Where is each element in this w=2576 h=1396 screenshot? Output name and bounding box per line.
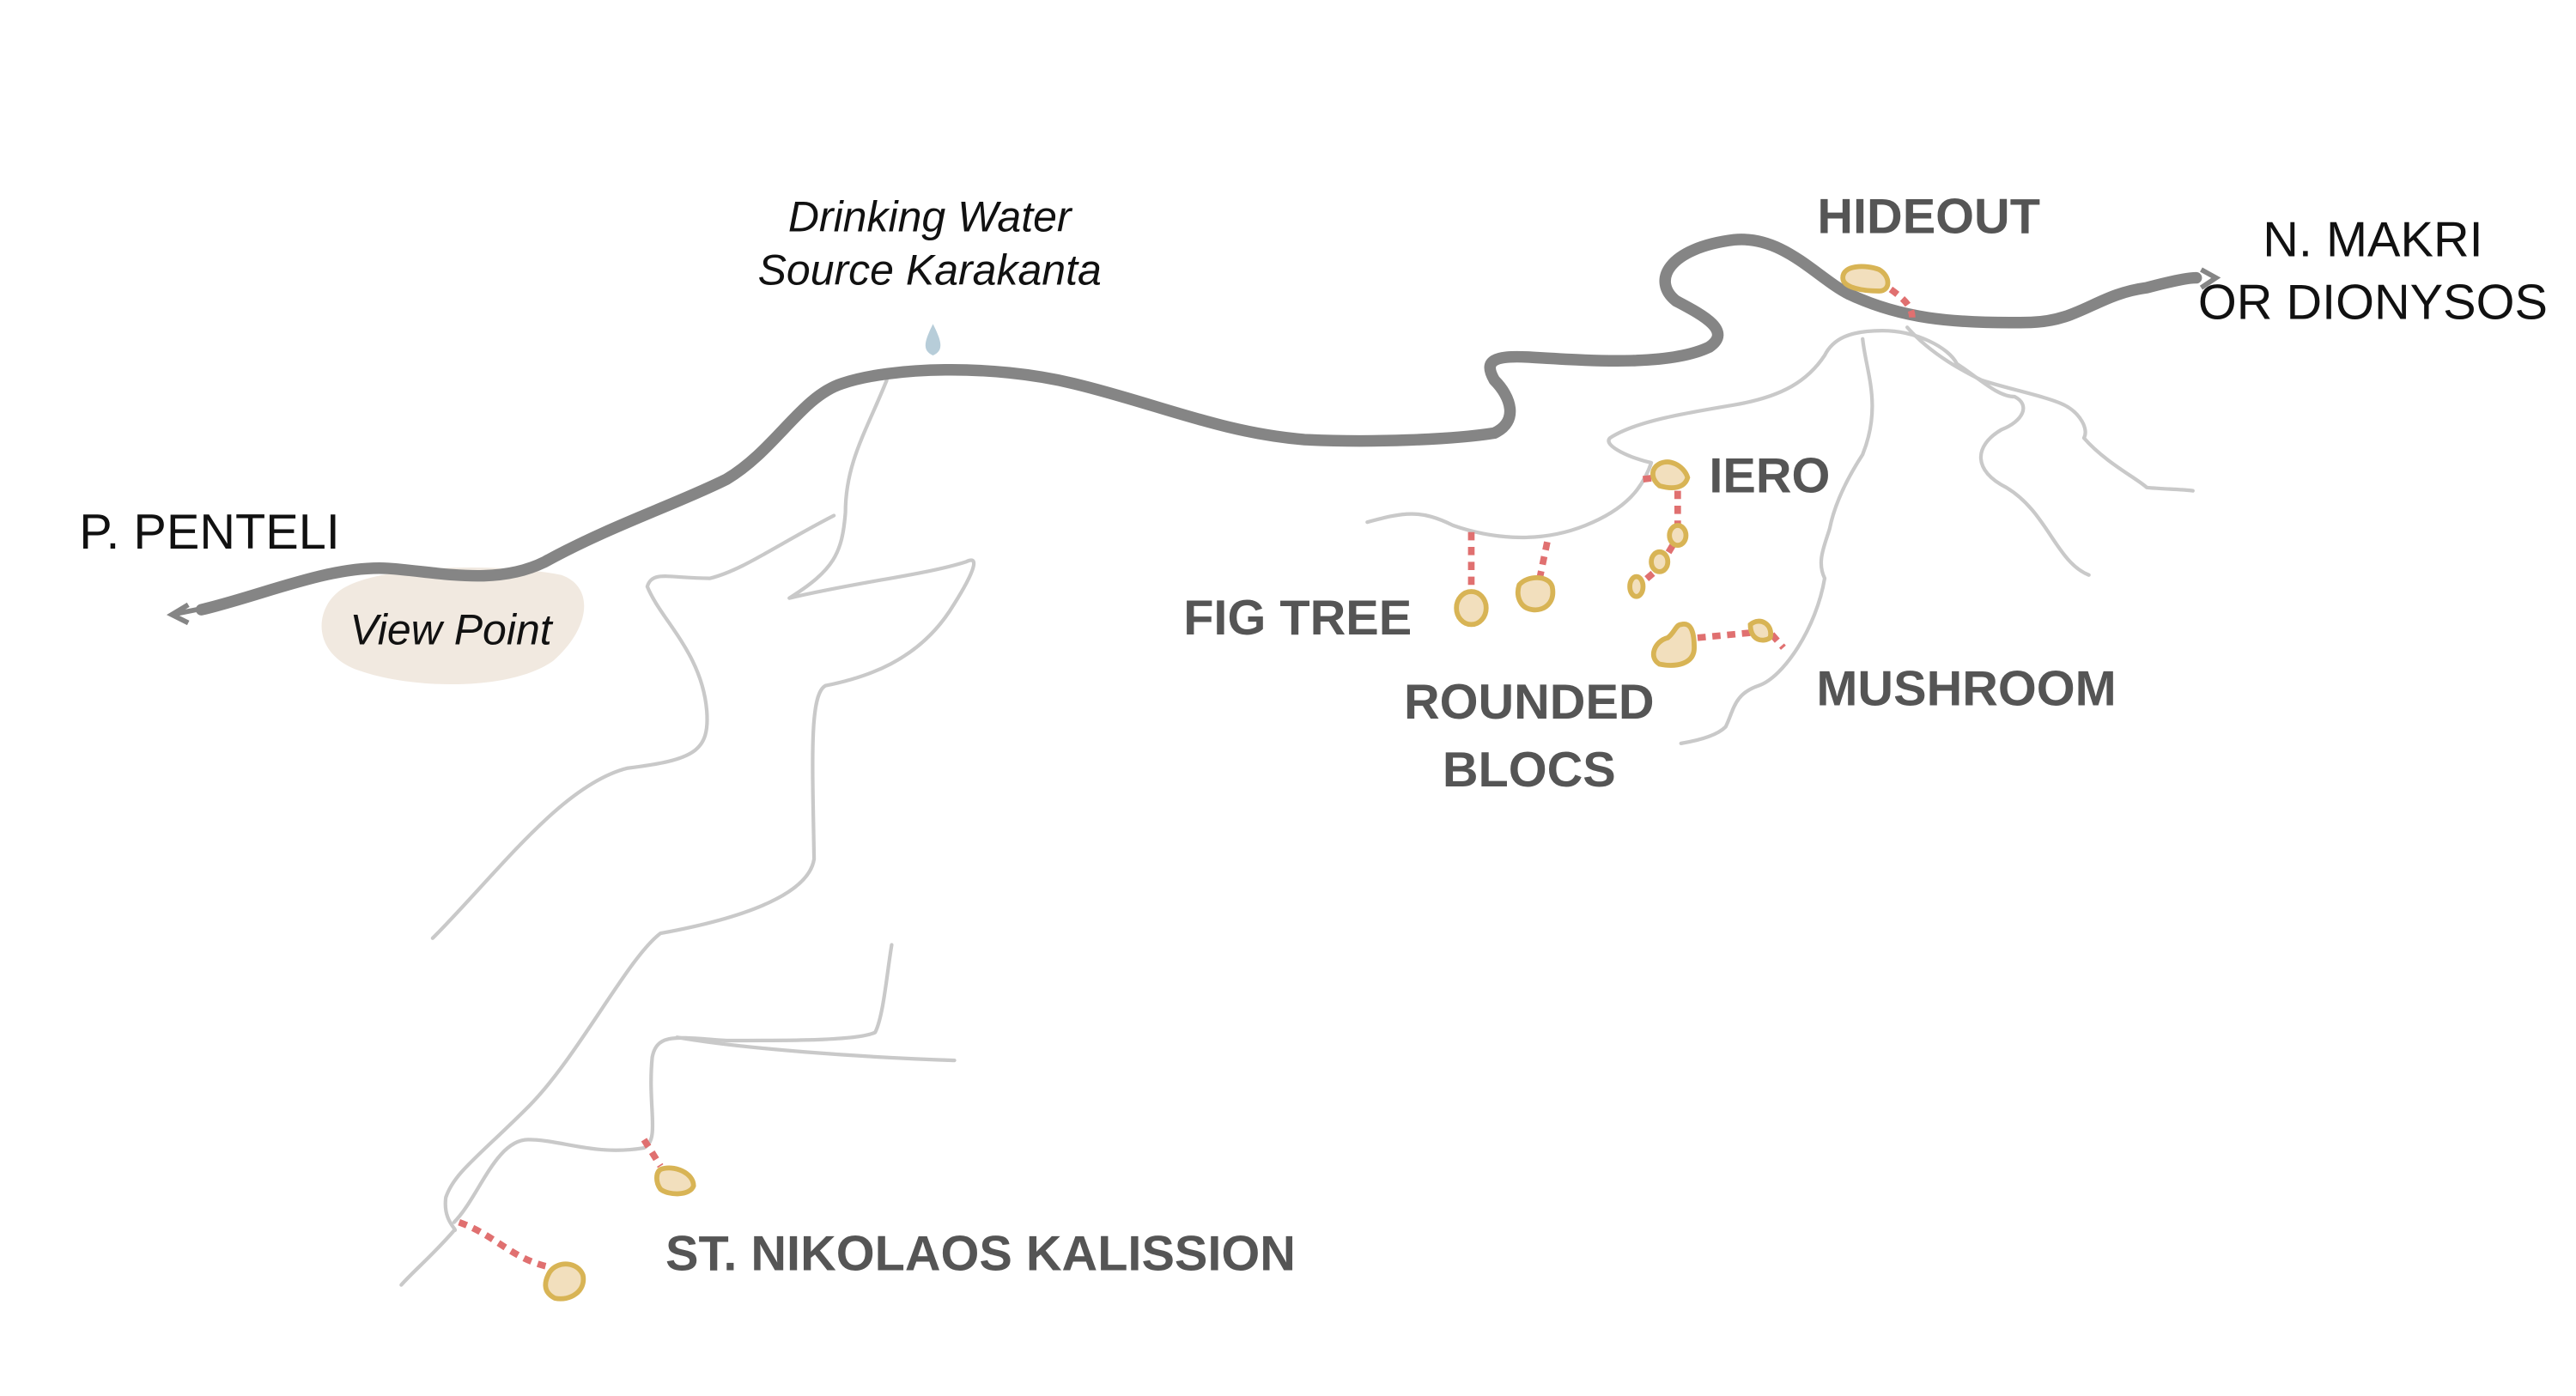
water-source-label-line1: Drinking Water <box>788 193 1073 241</box>
viewpoint-area <box>321 567 585 685</box>
boulders <box>543 264 1891 1302</box>
viewpoint-label: View Point <box>349 606 553 654</box>
boulder-iero <box>1650 459 1691 490</box>
destination-west-label: P. PENTELI <box>79 505 340 560</box>
water-source-label-line2: Source Karakanta <box>758 246 1102 294</box>
destination-east-label-line2: OR DIONYSOS <box>2198 276 2548 331</box>
boulder-rounded <box>1515 574 1556 613</box>
approach-paths <box>458 286 1916 1271</box>
arrow-east-icon <box>2199 267 2221 290</box>
boulder-st-nikolaos-a <box>654 1165 696 1197</box>
water-drop-icon <box>925 324 941 355</box>
boulder-fig-tree <box>1454 589 1489 628</box>
boulder-st-nikolaos-b <box>543 1261 586 1302</box>
crag-rounded-label-line1: ROUNDED <box>1404 675 1655 730</box>
crag-iero-label: IERO <box>1709 449 1830 504</box>
crag-st-nikolaos-label: ST. NIKOLAOS KALISSION <box>665 1226 1296 1281</box>
crag-hideout-label: HIDEOUT <box>1817 190 2040 245</box>
boulder-mushroom-b <box>1747 618 1773 643</box>
crag-mushroom-label: MUSHROOM <box>1816 662 2116 717</box>
crag-fig-tree-label: FIG TREE <box>1183 591 1412 646</box>
crag-rounded-label-line2: BLOCS <box>1443 743 1616 798</box>
trails <box>399 325 2195 1287</box>
destination-east-label-line1: N. MAKRI <box>2263 213 2482 268</box>
main-road <box>195 234 2202 616</box>
boulder-mushroom-a <box>1650 622 1697 668</box>
arrow-west-shaft <box>171 605 206 617</box>
boulder-hideout <box>1840 264 1891 294</box>
